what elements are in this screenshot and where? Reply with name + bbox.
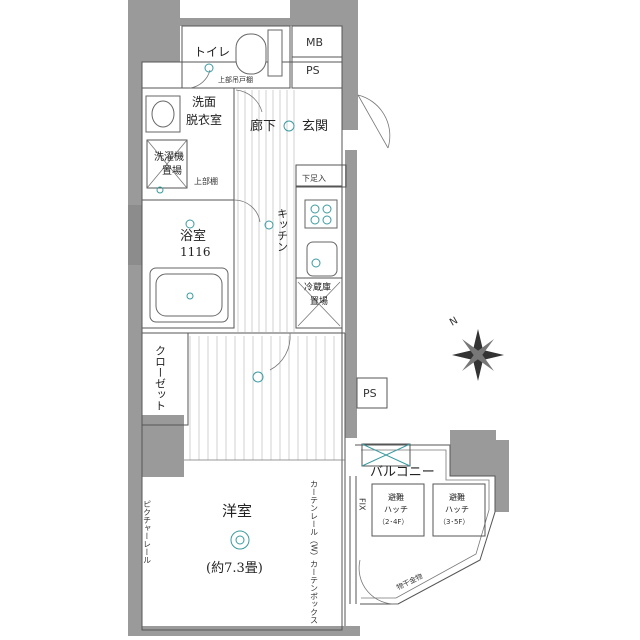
washroom-label-line2: 脱衣室 <box>186 112 222 127</box>
mb-label: MB <box>306 36 323 49</box>
drying-hardware-label: 物干金物 <box>395 571 424 591</box>
hatch-left-line2: ハッチ <box>384 505 408 514</box>
upper-shelf-label: 上部吊戸棚 <box>218 75 253 84</box>
ps-mid-label: PS <box>363 387 377 400</box>
hatch-right-line2: ハッチ <box>445 505 469 514</box>
curtain-box-label: カーテンレール（W）カーテンボックス <box>310 480 319 624</box>
bath-label-line2: 1116 <box>180 245 211 259</box>
balcony-label: バルコニー <box>370 465 435 480</box>
fix-label: FIX <box>358 498 367 511</box>
hallway-label: 廊下 <box>250 118 276 134</box>
western-room-label: 洋室 <box>222 502 252 520</box>
fridge-label-line1: 冷蔵庫 <box>304 281 331 293</box>
bath-label-line1: 浴室 <box>180 228 206 244</box>
compass-rose <box>452 329 504 381</box>
hatch-right-line1: 避難 <box>449 492 465 502</box>
hatch-left-line1: 避難 <box>388 492 404 502</box>
compass-north-label: N <box>448 315 460 328</box>
picture-rail-label: ピクチャーレール <box>143 500 152 564</box>
ps-top-label: PS <box>306 64 320 77</box>
toilet-label: トイレ <box>194 45 230 59</box>
washer-label-line2: 置場 <box>162 164 182 177</box>
washer-label-line1: 洗濯機 <box>154 150 184 163</box>
flooring <box>184 90 345 461</box>
shoe-box-label: 下足入 <box>302 174 326 183</box>
interior-walls <box>141 25 496 631</box>
hatch-right-line3: （3･5F） <box>439 518 469 526</box>
upper-shelf-small-label: 上部棚 <box>194 176 218 186</box>
fridge-label-line2: 置場 <box>310 295 328 307</box>
kitchen-label: キッチン <box>276 208 289 252</box>
entrance-label: 玄関 <box>302 119 328 134</box>
hatch-left-line3: （2･4F） <box>378 518 408 526</box>
washroom-label-line1: 洗面 <box>192 95 216 109</box>
fixtures <box>145 29 411 550</box>
room-labels: トイレ 上部吊戸棚 MB PS 洗面 脱衣室 廊下 玄関 洗濯機 置場 上部棚 … <box>143 36 470 624</box>
western-room-size: (約7.3畳) <box>206 561 263 576</box>
closet-label: クローゼット <box>154 345 167 411</box>
